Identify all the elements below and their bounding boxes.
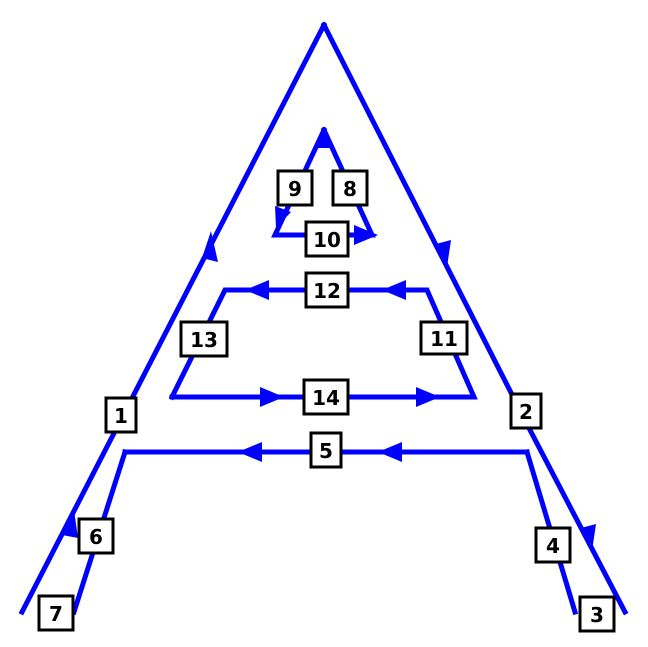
label-14: 14: [302, 378, 350, 416]
label-1: 1: [104, 396, 138, 434]
label-10: 10: [304, 220, 350, 258]
arrow-down-right-leg-lower: [581, 524, 596, 551]
arrow-triangle-base-right: [354, 225, 378, 245]
arrow-left-trapezoid-top-right: [382, 280, 406, 300]
arrow-down-right-leg-upper: [436, 240, 451, 267]
arrow-left-crossbar-left: [238, 442, 262, 462]
label-7: 7: [37, 594, 75, 632]
svg-text:11: 11: [430, 327, 458, 351]
svg-text:10: 10: [313, 228, 341, 252]
arrow-left-trapezoid-top-left: [245, 280, 269, 300]
svg-text:6: 6: [89, 525, 103, 549]
label-9: 9: [276, 169, 314, 207]
svg-text:13: 13: [190, 328, 218, 352]
arrow-up-left-leg-lower: [62, 510, 78, 538]
label-2: 2: [509, 392, 543, 430]
svg-text:3: 3: [590, 603, 604, 627]
label-6: 6: [77, 517, 115, 555]
label-11: 11: [419, 320, 469, 356]
label-4: 4: [534, 526, 572, 564]
label-12: 12: [304, 271, 350, 309]
label-5: 5: [309, 431, 343, 469]
svg-text:4: 4: [546, 534, 560, 558]
arrow-triangle-left-down: [275, 206, 291, 228]
segment-2-right-leg: [320, 21, 629, 616]
arrow-left-crossbar-right: [378, 442, 402, 462]
svg-text:7: 7: [49, 602, 63, 626]
svg-text:2: 2: [519, 400, 533, 424]
segment-1-left-leg: [18, 21, 328, 616]
label-3: 3: [578, 595, 616, 633]
svg-text:14: 14: [312, 386, 340, 410]
svg-text:12: 12: [313, 279, 341, 303]
svg-text:9: 9: [288, 177, 302, 201]
arrow-up-left-leg-upper: [202, 231, 218, 262]
label-13: 13: [179, 320, 229, 358]
arrow-right-trapezoid-bottom-left: [260, 387, 284, 407]
arrow-right-trapezoid-bottom-right: [416, 387, 440, 407]
svg-text:1: 1: [114, 404, 128, 428]
arrow-triangle-apex: [315, 127, 333, 148]
label-8: 8: [331, 169, 369, 207]
svg-text:5: 5: [319, 439, 333, 463]
svg-text:8: 8: [343, 177, 357, 201]
